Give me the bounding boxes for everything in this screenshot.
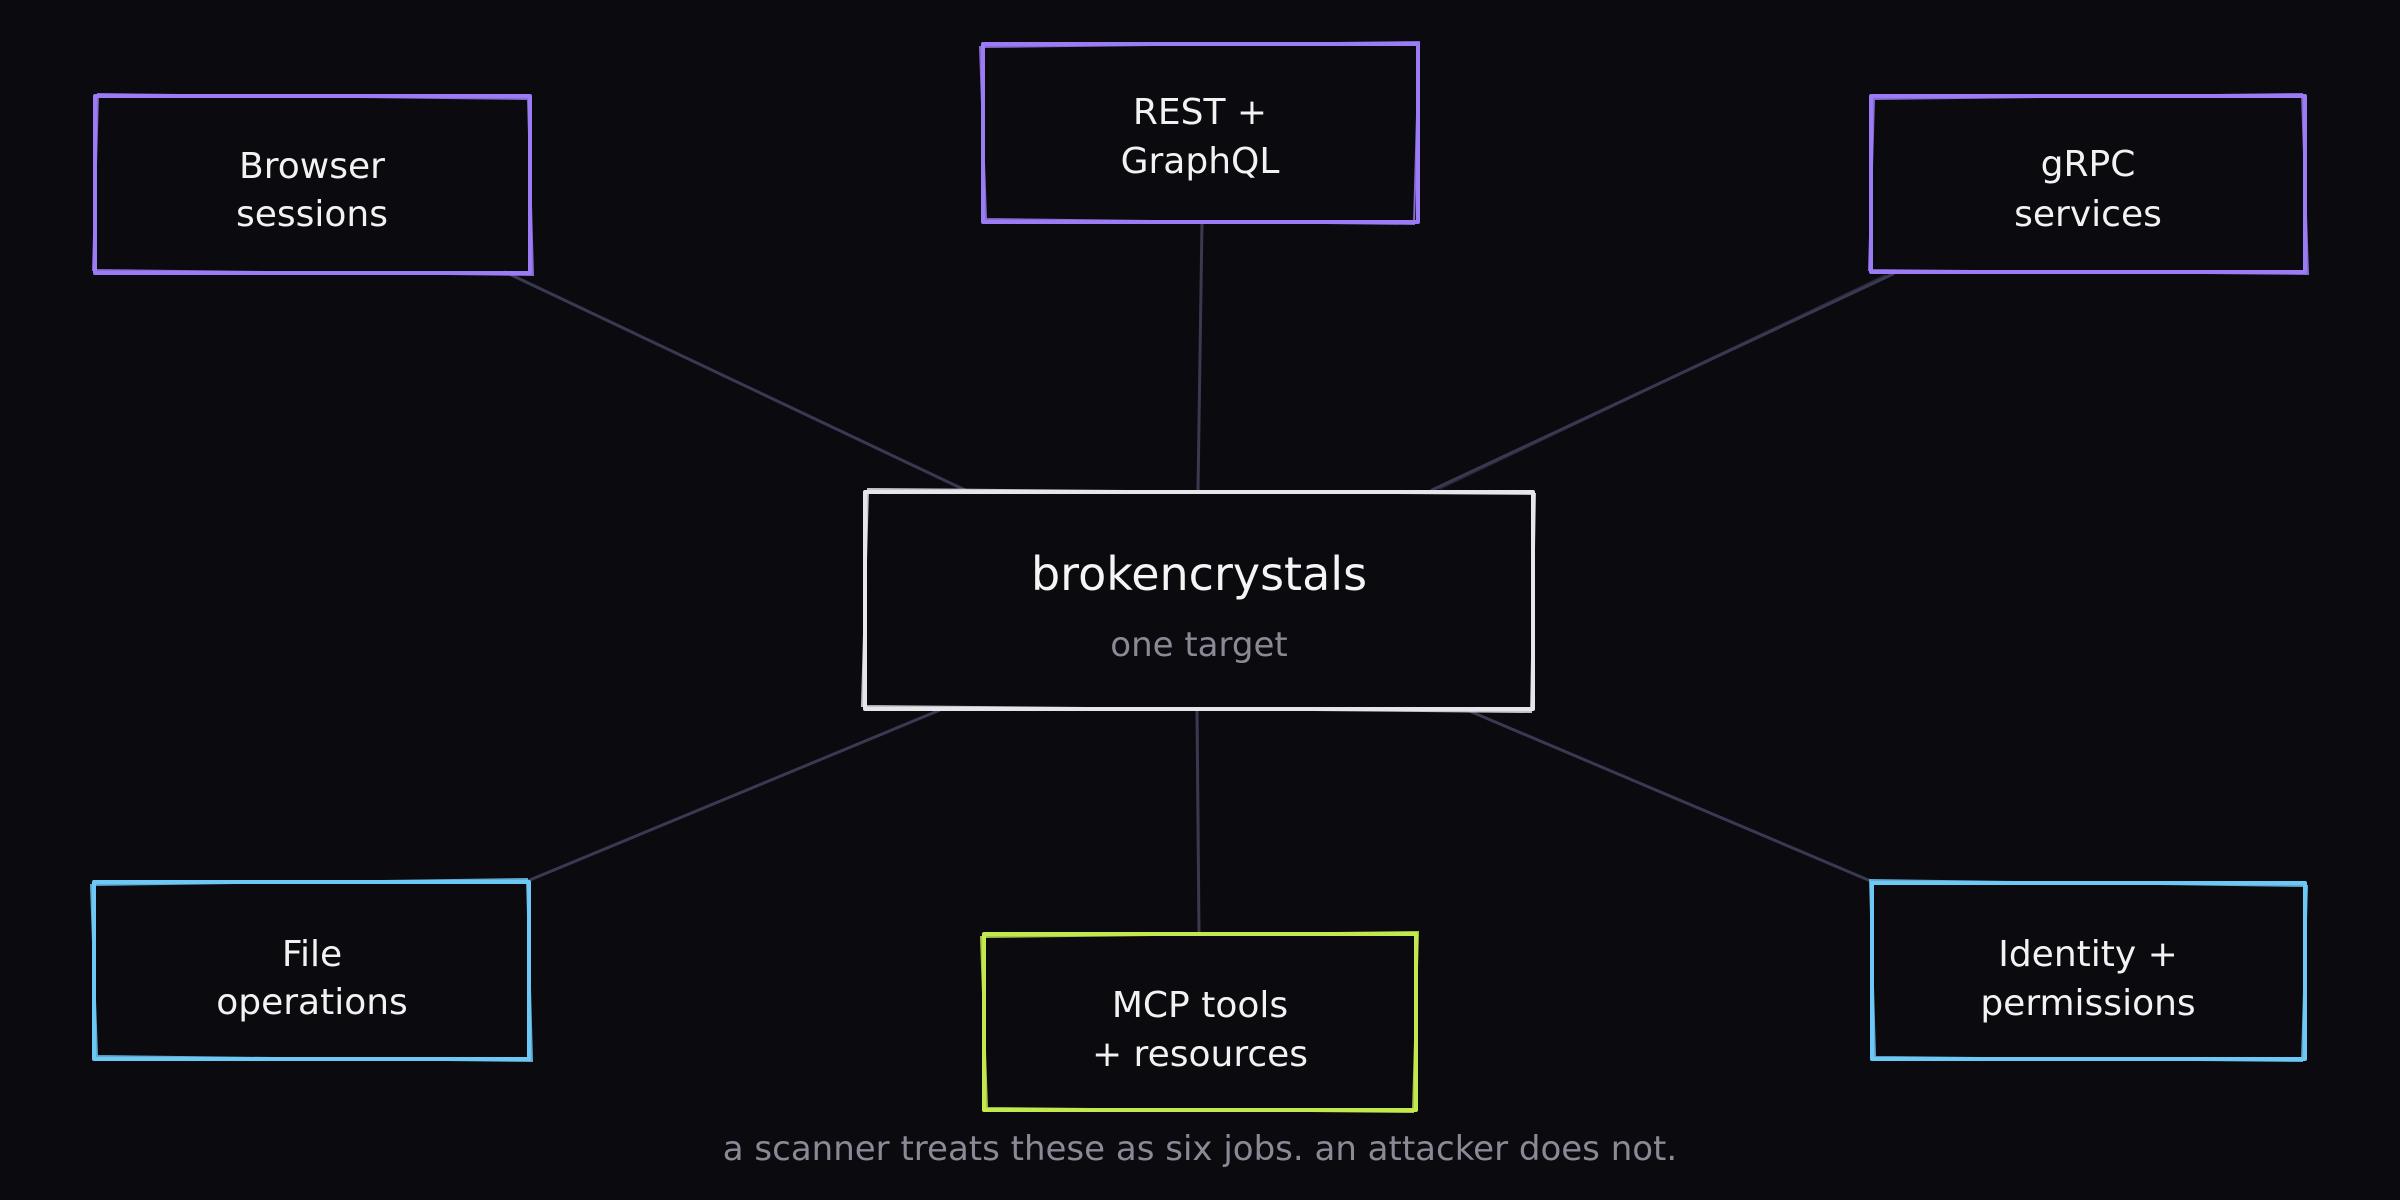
node-label-line2: GraphQL [1121,141,1280,182]
node-label-line2: permissions [1980,983,2195,1024]
node-box-sketch [1868,878,2309,1063]
center-subtitle: one target [1110,625,1287,665]
node-mcp-tools: MCP tools + resources [979,930,1420,1114]
node-file-operations: File operations [89,877,534,1063]
node-label-line2: services [2014,194,2162,235]
node-box-sketch [978,40,1421,226]
node-box-sketch [89,877,534,1063]
node-box-sketch [979,930,1420,1114]
node-identity-permissions: Identity + permissions [1868,878,2309,1063]
node-box [981,42,1420,224]
node-label-line1: Identity + [1998,934,2178,975]
center-node: brokencrystals one target [860,487,1537,714]
node-label-line1: gRPC [2041,144,2136,185]
node-box-sketch [91,92,535,277]
connector-grpc-double [1438,274,1887,490]
center-title: brokencrystals [1031,547,1367,601]
caption: a scanner treats these as six jobs. an a… [723,1129,1677,1169]
connector-identity [1465,708,1875,884]
connectors [503,220,1895,934]
node-label-line1: REST + [1133,92,1267,133]
node-label-line2: + resources [1092,1034,1308,1075]
connector-browser [503,270,967,492]
node-label-line1: Browser [239,146,385,187]
connector-mcp [1195,708,1201,934]
node-rest-graphql: REST + GraphQL [978,40,1421,226]
connector-rest [1196,220,1204,492]
node-label-line2: sessions [236,194,388,235]
node-label-line2: operations [216,982,408,1023]
node-grpc-services: gRPC services [1867,92,2310,276]
node-label-line1: File [282,934,342,975]
node-label-line1: MCP tools [1112,985,1288,1026]
node-browser-sessions: Browser sessions [91,92,535,277]
node-box-sketch-2 [1867,92,2310,276]
center-box-sketch [860,487,1537,714]
connector-file [523,708,942,884]
